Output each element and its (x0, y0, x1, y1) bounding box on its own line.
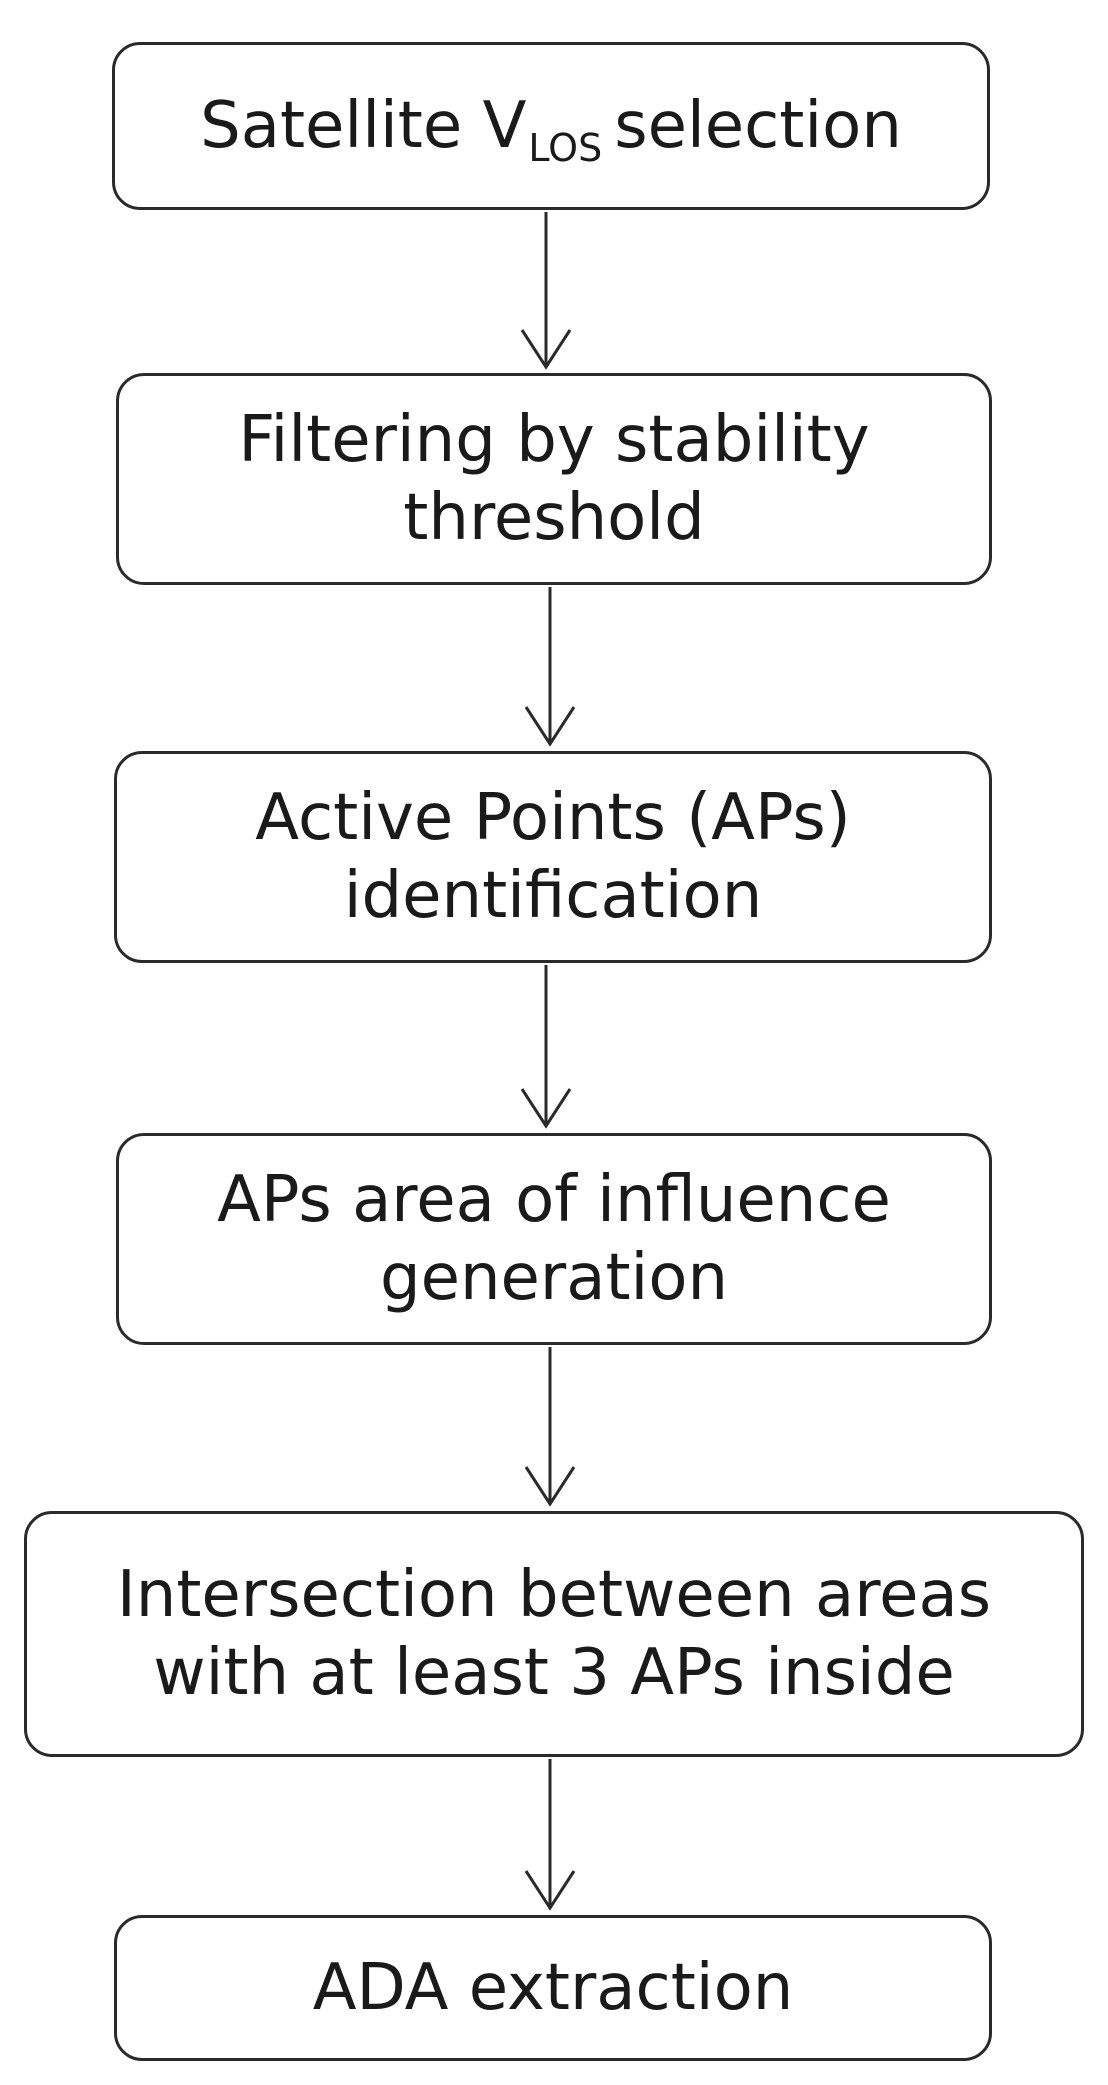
step-ada-extraction: ADA extraction (114, 1915, 992, 2061)
step-label-line-1: Active Points (APs) (255, 780, 851, 855)
arrow-3 (516, 965, 576, 1131)
step-label-line-2: threshold (403, 481, 705, 555)
step-label-line-1: Intersection between areas (116, 1557, 992, 1632)
step-active-points-identification: Active Points (APs) identification (114, 751, 992, 963)
arrow-5 (520, 1759, 580, 1913)
step-label-line-2: generation (379, 1241, 729, 1315)
step-label-line-1: APs area of influence (217, 1162, 891, 1237)
down-arrow-icon (520, 965, 572, 1129)
arrow-4 (520, 1347, 580, 1509)
down-arrow-icon (524, 587, 576, 747)
step-label-line-1: Filtering by stability (238, 402, 870, 477)
step-intersection-between-areas: Intersection between areas with at least… (24, 1511, 1084, 1757)
step-label-suffix: selection (614, 88, 902, 163)
down-arrow-icon (524, 1347, 576, 1507)
step-filtering-by-stability: Filtering by stability threshold (116, 373, 992, 585)
step-label-line-2: identification (343, 859, 763, 933)
step-label-main: Satellite V (200, 88, 527, 163)
step-label-line-2: with at least 3 APs inside (153, 1636, 955, 1710)
down-arrow-icon (524, 1759, 576, 1911)
arrow-1 (516, 212, 576, 372)
down-arrow-icon (520, 212, 572, 370)
vlos-subscript: LOS (528, 125, 603, 170)
arrow-2 (520, 587, 580, 749)
step-label-line-1: ADA extraction (312, 1950, 794, 2025)
step-aps-area-of-influence: APs area of influence generation (116, 1133, 992, 1345)
